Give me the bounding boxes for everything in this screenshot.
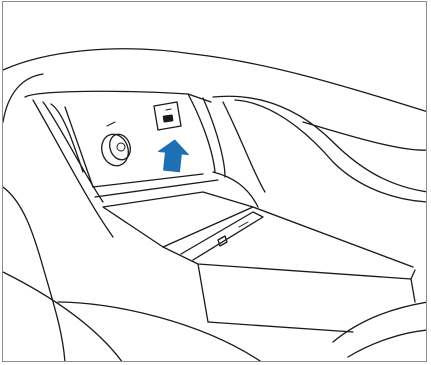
- up-arrow-icon: [157, 139, 190, 173]
- armrest-outline: [58, 302, 427, 362]
- console-front-panel: [25, 91, 225, 237]
- console-tray: [213, 96, 427, 207]
- storage-bin: [103, 192, 415, 332]
- usb-port-icon: [154, 102, 181, 130]
- console-illustration: [3, 2, 427, 362]
- power-outlet-icon: [98, 122, 134, 169]
- console-body-outline: [3, 49, 427, 362]
- illustration-frame: [2, 1, 427, 362]
